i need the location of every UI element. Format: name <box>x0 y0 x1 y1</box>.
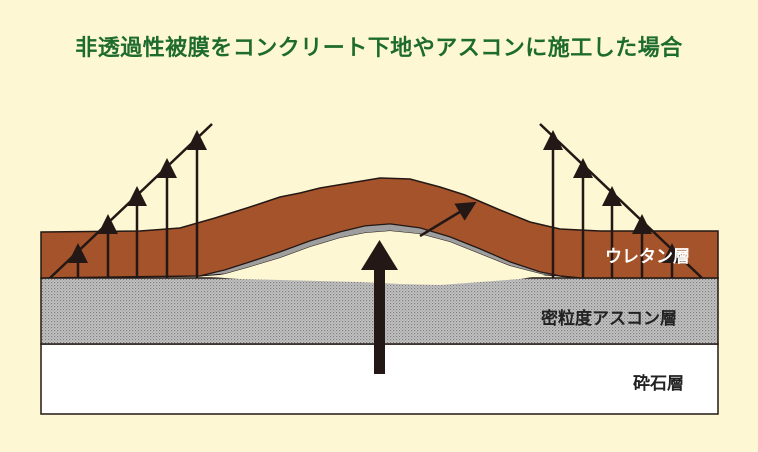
asphalt-label: 密粒度アスコン層 <box>541 308 677 329</box>
gravel-label: 砕石層 <box>633 373 684 394</box>
central-pressure-arrow <box>361 240 398 374</box>
left-vapor-arrows <box>49 123 213 279</box>
urethane-label: ウレタン層 <box>605 247 690 267</box>
right-vapor-arrows <box>539 123 703 279</box>
bulge-arrow <box>419 201 477 238</box>
page-title: 非透過性被膜をコンクリート下地やアスコンに施工した場合 <box>75 36 683 61</box>
